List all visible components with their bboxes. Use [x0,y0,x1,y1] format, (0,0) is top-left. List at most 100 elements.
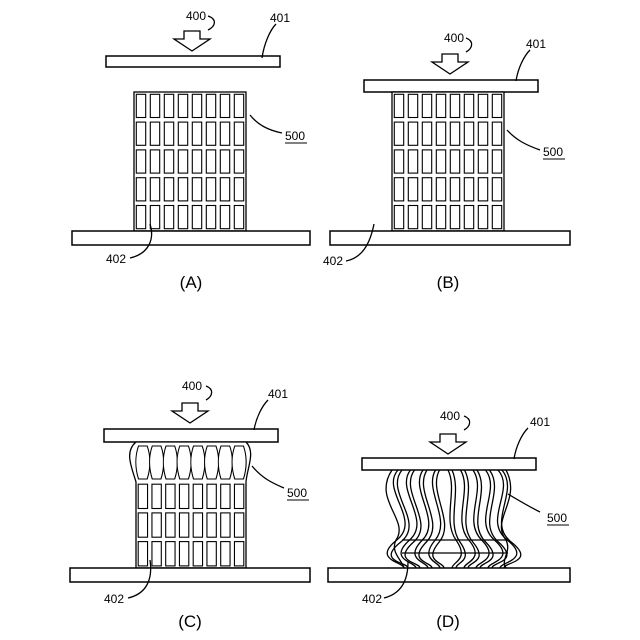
panel-b-cell [408,206,417,229]
panel-d-force-leader [464,416,470,430]
panel-b-force-leader [466,38,472,52]
panel-a-cell [192,94,201,117]
panel-a-cell [220,150,229,173]
panel-b-cell [478,206,487,229]
panel-a-cell [164,122,173,145]
panel-a-cell [220,178,229,201]
panel-b-cell [478,150,487,173]
panel-a-cell [178,150,187,173]
panel-a-cell [234,150,243,173]
panel-b-top-plate [364,80,538,92]
panel-b-cell [422,122,431,145]
panel-c-cell [234,513,243,537]
panel-d-top-plate [362,458,536,470]
panel-a-top-plate [106,56,280,67]
panel-a-cell [206,94,215,117]
panel-b-cell [478,178,487,201]
panel-b-cell [408,94,417,117]
panel-c-bulged-cell [205,446,219,479]
panel-a-cell [192,122,201,145]
panel-c-bulged-cell [163,446,177,479]
panel-b-force-label: 400 [444,31,464,45]
panel-a-force-leader [208,16,214,30]
panel-d-bottom-plate [328,568,570,582]
panel-c-bottom-plate-label: 402 [104,592,124,606]
panel-d-top-plate-leader [514,428,528,459]
panel-c-top-plate [104,429,278,442]
panel-b-caption: (B) [437,273,460,292]
panel-b-cell [492,150,501,173]
panel-b-structure-leader [507,130,540,150]
panel-a-cell [150,206,159,229]
panel-a-cell [234,206,243,229]
panel-a-cell [150,150,159,173]
panel-a-cell [206,122,215,145]
panel-b-cell [422,150,431,173]
panel-a-bottom-plate-label: 402 [106,252,126,266]
panel-b-force-arrow [432,54,468,74]
panel-b-cell [394,122,403,145]
panel-a-cell [150,122,159,145]
panel-c-bulged-cell [150,446,164,479]
panel-a-cell [234,122,243,145]
panel-b-cell [492,206,501,229]
panel-a-force-arrow [174,31,210,51]
panel-a-cell [192,150,201,173]
panel-c-cell [193,542,202,566]
panel-d-top-plate-label: 401 [530,415,550,429]
panel-c-cell [138,542,147,566]
panel-c-structure-label: 500 [287,486,307,500]
panel-a-cell [234,178,243,201]
panel-d-buckled-structure [386,470,521,568]
panel-b-cell [436,206,445,229]
panel-b-bottom-plate [330,231,570,245]
panel-c-bulged-cell [218,446,232,479]
panel-d-bottom-plate-label: 402 [362,592,382,606]
panel-c-cell [193,513,202,537]
panel-c-cell [221,513,230,537]
panel-c-bulged-cell [232,446,246,479]
panel-c-cell [221,484,230,508]
panel-b-cell [394,206,403,229]
panel-a-force-label: 400 [186,9,206,23]
panel-b-cell [394,94,403,117]
panel-b-cell [436,122,445,145]
panel-b: 400 401 500 402 (B) [323,31,570,292]
panel-a-cell [178,122,187,145]
panel-a-cell [164,206,173,229]
panel-b-cell [408,150,417,173]
panel-c-caption: (C) [178,612,202,631]
panel-c-cell [179,513,188,537]
panel-a-cell [178,94,187,117]
panel-b-cell [436,94,445,117]
panel-a-top-plate-label: 401 [270,11,290,25]
panel-c-cell [179,542,188,566]
panel-c-cell [207,542,216,566]
panel-c-cell [234,484,243,508]
panel-a-cell [136,206,145,229]
panel-c-cell [166,542,175,566]
panel-a-cell [136,122,145,145]
panel-c-force-leader [206,386,212,400]
panel-a-cell [150,178,159,201]
panel-d: 400 401 500 402 (D) [328,409,570,631]
panel-c-cell [152,513,161,537]
panel-c-structure-leader [252,466,284,488]
panel-d-structure-leader [508,494,540,512]
panel-c-top-plate-leader [254,400,268,430]
panel-a-cell [220,206,229,229]
panel-d-force-label: 400 [440,409,460,423]
panel-b-cell [478,94,487,117]
panel-b-lattice-structure [392,92,504,231]
panel-b-cell [436,150,445,173]
panel-c-bottom-plate [70,568,310,582]
panel-b-cell [450,178,459,201]
panel-c-cell [207,484,216,508]
panel-b-cell [450,150,459,173]
panel-a-top-plate-leader [262,24,276,58]
panel-b-cell [492,178,501,201]
panel-a-cell [220,122,229,145]
panel-a-cell [178,178,187,201]
panel-b-cell [492,94,501,117]
